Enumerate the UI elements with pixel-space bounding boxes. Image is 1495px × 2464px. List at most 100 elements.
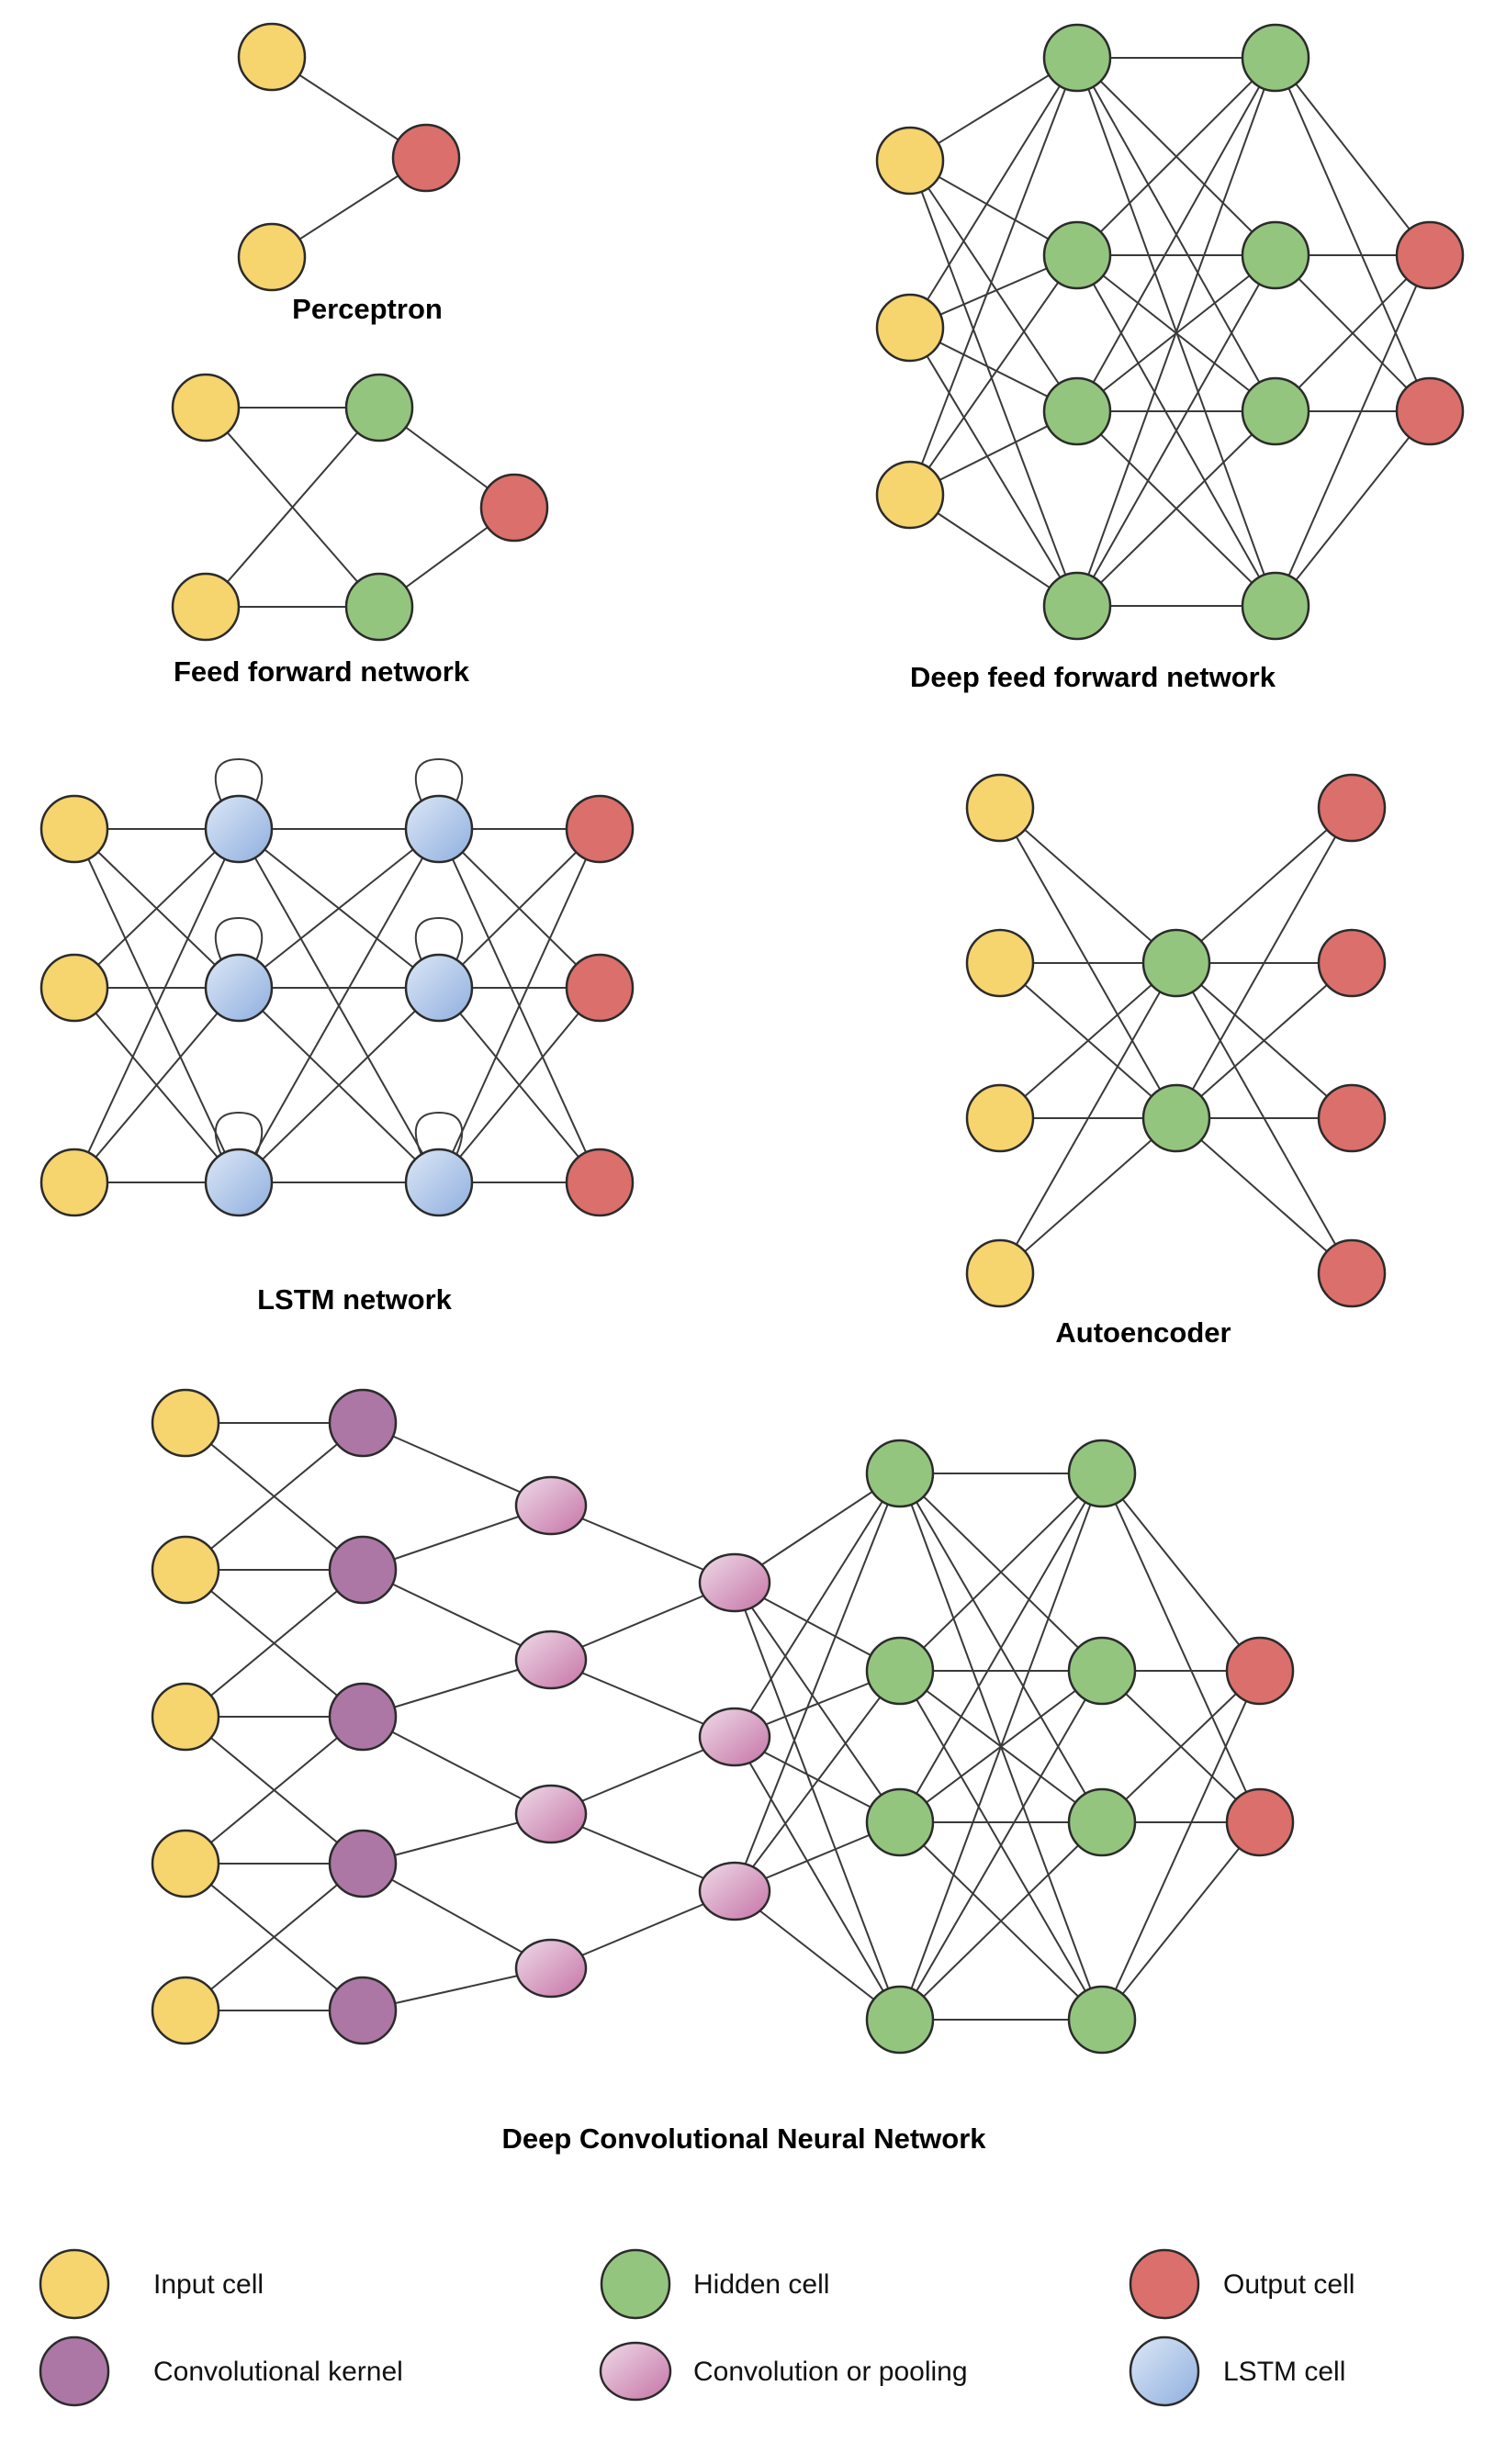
hidden-cell-node (865, 1787, 935, 1857)
pool-cell-node (514, 1784, 588, 1844)
edge (734, 1736, 901, 2021)
edges (205, 407, 515, 608)
legend-label-pool: Convolution or pooling (693, 2357, 968, 2387)
edge (185, 1422, 364, 1571)
edge (438, 828, 601, 989)
edge (438, 987, 601, 1183)
hidden-cell-node (1042, 23, 1112, 93)
hidden-cell-node (1067, 1636, 1137, 1706)
input-cell-node (151, 1388, 220, 1458)
network-label-deep-feed-forward-network: Deep feed forward network (910, 661, 1276, 693)
edge (899, 1821, 1103, 2021)
output-cell-node (1129, 2248, 1200, 2320)
output-cell-node (565, 794, 635, 864)
edge (1275, 57, 1431, 412)
input-cell-node (151, 1682, 220, 1752)
lstm-cell-node (404, 794, 474, 864)
pool-cell-node (599, 2341, 672, 2402)
output-cell-node (391, 123, 461, 193)
input-cell-node (151, 1535, 220, 1605)
legend-item-pool: Convolution or pooling (599, 2341, 968, 2402)
lstm-cell-node (404, 1148, 474, 1217)
input-cell-node (875, 293, 945, 363)
hidden-cell-node (1067, 1787, 1137, 1857)
edges (909, 57, 1431, 607)
output-cell-node (565, 953, 635, 1023)
hidden-cell-node (1141, 928, 1211, 998)
legend-label-input: Input cell (153, 2269, 264, 2300)
input-cell-node (39, 1148, 109, 1217)
hidden-cell-node (1241, 571, 1310, 641)
kernel-cell-node (328, 1535, 398, 1605)
hidden-cell-node (1067, 1985, 1137, 2055)
edge (73, 828, 240, 1183)
input-cell-node (39, 953, 109, 1023)
input-cell-node (171, 373, 241, 442)
legend-label-output: Output cell (1223, 2269, 1354, 2300)
edge (999, 962, 1177, 1274)
input-cell-node (875, 460, 945, 530)
output-cell-node (1225, 1787, 1295, 1857)
edge (185, 1716, 364, 1865)
lstm-self-loop (414, 916, 464, 961)
output-cell-node (1317, 773, 1387, 843)
edge (909, 160, 1078, 412)
edge (734, 1582, 901, 2021)
input-cell-node (965, 773, 1035, 843)
lstm-self-loop (414, 1111, 464, 1156)
edge (362, 1569, 552, 1661)
kernel-cell-node (328, 1388, 398, 1458)
self-loops (214, 757, 464, 1156)
edge (909, 57, 1078, 329)
edge (238, 987, 440, 1183)
input-cell-node (39, 794, 109, 864)
kernel-cell-node (328, 1976, 398, 2045)
lstm-cell-node (204, 953, 274, 1023)
nodes (39, 794, 635, 1217)
input-cell-node (965, 928, 1035, 998)
input-cell-node (965, 1083, 1035, 1153)
network-perceptron: Perceptron (237, 22, 461, 325)
lstm-cell-node (404, 953, 474, 1023)
hidden-cell-node (865, 1439, 935, 1508)
edge (185, 1863, 364, 2011)
edge (899, 1473, 1103, 1672)
edge (185, 1569, 364, 1718)
edge (1175, 807, 1353, 1119)
input-cell-node (171, 572, 241, 642)
edge (734, 1473, 901, 1738)
edge (73, 987, 240, 1183)
edge (899, 1670, 1103, 2021)
lstm-self-loop (214, 916, 264, 961)
output-cell-node (479, 473, 549, 543)
output-cell-node (1317, 1083, 1387, 1153)
legend-item-output: Output cell (1129, 2248, 1354, 2320)
legend-label-hidden: Hidden cell (693, 2269, 829, 2300)
edge (238, 828, 440, 989)
edge (1101, 1821, 1261, 2021)
hidden-cell-node (1042, 376, 1112, 446)
edge (999, 962, 1177, 1119)
edge (1275, 410, 1431, 607)
output-cell-node (565, 1148, 635, 1217)
hidden-cell-node (1042, 220, 1112, 290)
edge (1175, 1117, 1353, 1274)
input-cell-node (965, 1238, 1035, 1308)
edge (909, 254, 1078, 496)
nodes (171, 373, 549, 642)
network-label-perceptron: Perceptron (292, 293, 443, 325)
hidden-cell-node (1241, 376, 1310, 446)
edge (205, 407, 380, 608)
edge (1076, 254, 1276, 607)
edge (238, 828, 440, 1183)
edge (1076, 57, 1276, 256)
edge (73, 828, 240, 989)
pool-cell-node (698, 1707, 771, 1767)
network-label-deep-convolutional-neural-network: Deep Convolutional Neural Network (501, 2122, 986, 2155)
edge (362, 1716, 552, 1815)
legend-label-kernel: Convolutional kernel (153, 2357, 403, 2387)
network-lstm-network: LSTM network (39, 757, 635, 1316)
edge (909, 327, 1078, 607)
